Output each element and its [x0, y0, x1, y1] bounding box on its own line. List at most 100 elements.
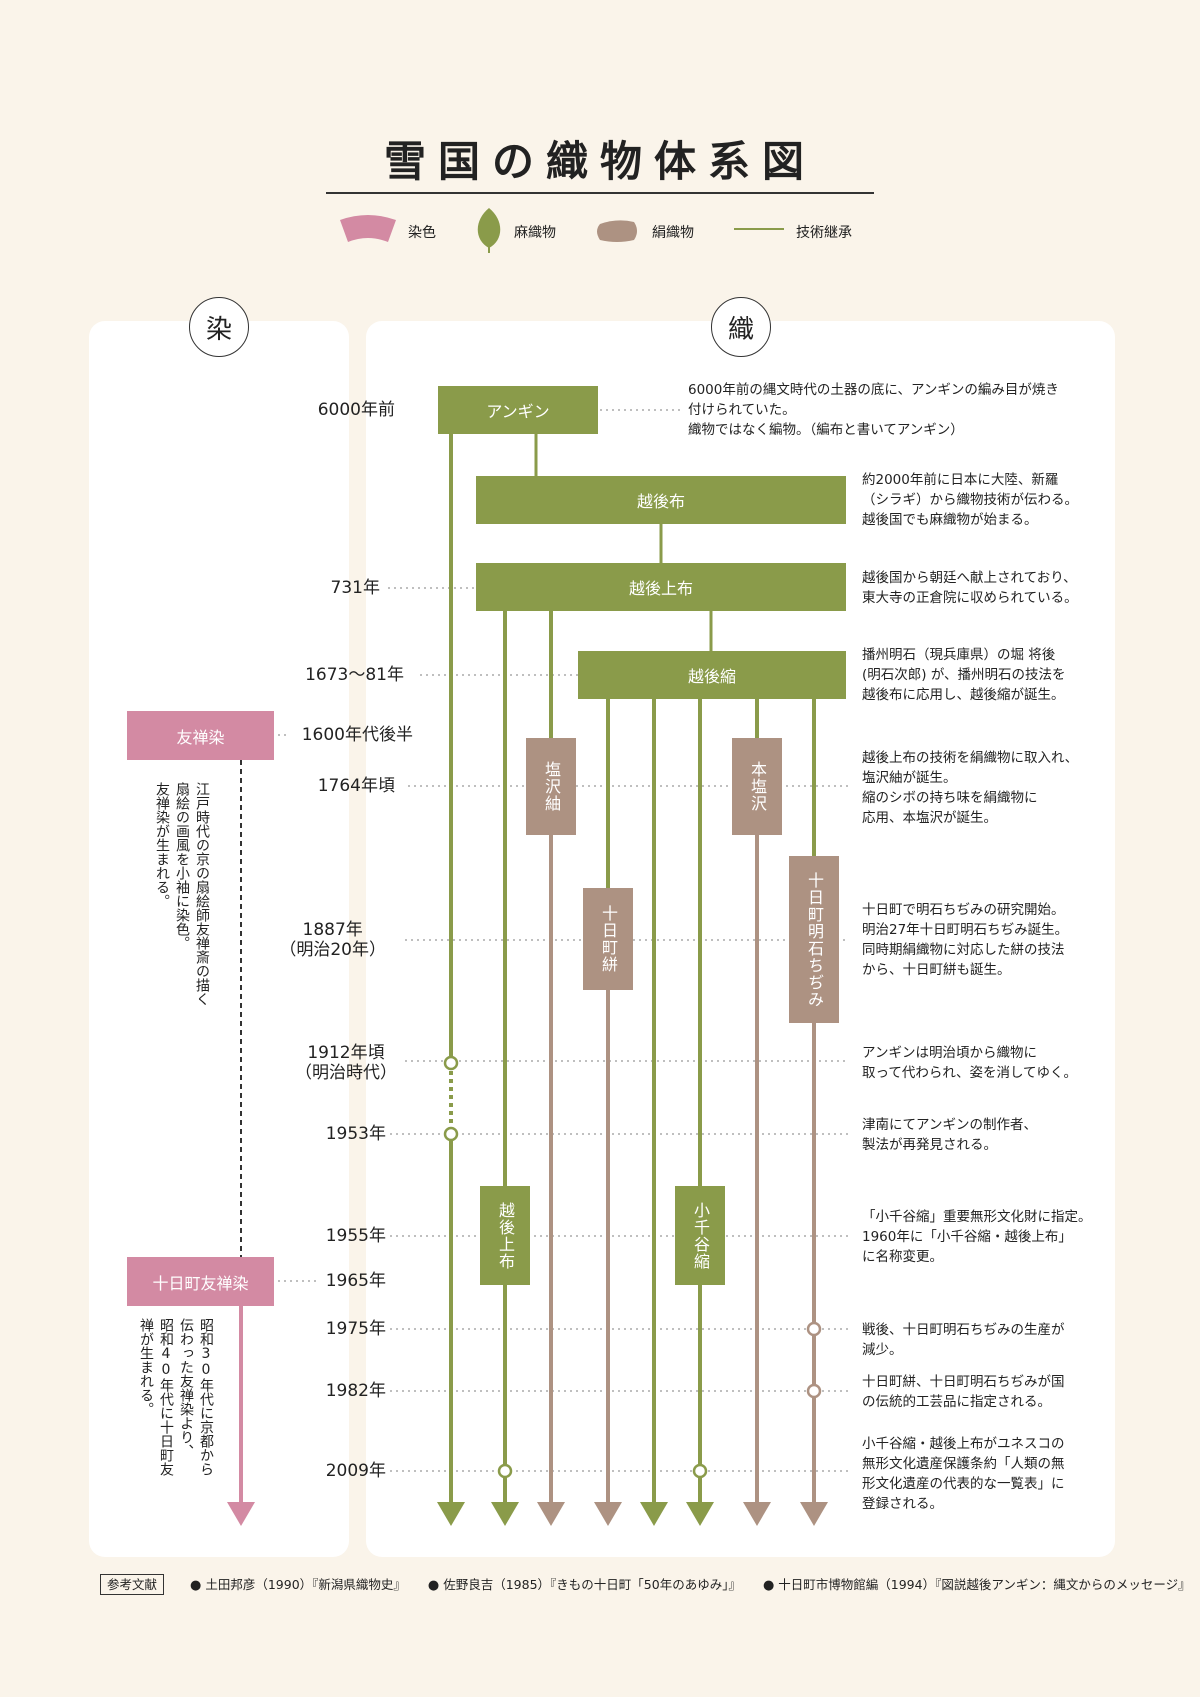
- note-line: 明治27年十日町明石ちぢみ誕生。: [862, 922, 1069, 938]
- note-line: 越後国から朝廷へ献上されており、: [862, 570, 1077, 586]
- note-echigofu: 約2000年前に日本に大陸、新羅 （シラギ）から織物技術が伝わる。 越後国でも麻…: [862, 470, 1078, 530]
- weave-panel: [366, 321, 1115, 1557]
- note-line: 取って代わられ、姿を消してゆく。: [862, 1065, 1078, 1081]
- note-tokamachi-yuzen-line: 禅が生まれる。: [138, 1318, 154, 1416]
- note-line: 塩沢紬が誕生。: [862, 770, 957, 786]
- bullet-icon: ●: [762, 1578, 775, 1593]
- box-echigojofu: 越後上布: [476, 563, 846, 611]
- note-line: 6000年前の縄文時代の土器の底に、アンギンの編み目が焼き: [688, 382, 1059, 398]
- note-line: 同時期絹織物に対応した絣の技法: [862, 942, 1065, 958]
- year-1912-line2: （明治時代）: [295, 1063, 397, 1083]
- box-echigofu: 越後布: [476, 476, 846, 524]
- reference-text: 佐野良吉（1985）『きもの十日町「50年のあゆみ」』: [443, 1577, 741, 1592]
- note-line: 播州明石（現兵庫県）の堀 将後: [862, 647, 1056, 663]
- year-1955: 1955年: [325, 1226, 386, 1246]
- box-ojiya: 小千谷縮: [675, 1186, 725, 1285]
- note-line: 減少。: [862, 1342, 903, 1358]
- box-shiozawa-label: 塩沢紬: [542, 761, 561, 812]
- note-angin: 6000年前の縄文時代の土器の底に、アンギンの編み目が焼き 付けられていた。 織…: [688, 380, 1059, 440]
- year-1975: 1975年: [325, 1319, 386, 1339]
- reference-item: ●佐野良吉（1985）『きもの十日町「50年のあゆみ」』: [427, 1577, 741, 1593]
- hemp-connectors: [534, 434, 713, 651]
- note-line: 無形文化遺産保護条約「人類の無: [862, 1456, 1065, 1472]
- box-honshiozawa-label: 本塩沢: [748, 761, 767, 812]
- note-line: 十日町絣、十日町明石ちぢみが国: [862, 1374, 1065, 1390]
- year-1887: 1887年 （明治20年）: [279, 920, 386, 960]
- box-tokamachichijimi: 十日町明石ちぢみ: [789, 856, 839, 1023]
- note-tokamachi-yuzen-line: 昭和30年代に京都から: [198, 1318, 214, 1476]
- cocoon-legend-icon: [597, 220, 637, 242]
- note-line: 小千谷縮・越後上布がユネスコの: [862, 1436, 1065, 1452]
- box-echigochijimi: 越後縮: [578, 651, 846, 699]
- note-yuzen-line: 扇絵の画風を小袖に染色。: [174, 782, 190, 950]
- year-731: 731年: [330, 578, 380, 598]
- year-1982: 1982年: [325, 1381, 386, 1401]
- note-line: (明石次郎) が、播州明石の技法を: [862, 667, 1066, 683]
- hemp-lines: [449, 434, 816, 1508]
- references: 参考文献 ●土田邦彦（1990）『新潟県織物史』 ●佐野良吉（1985）『きもの…: [100, 1574, 1200, 1595]
- year-1965: 1965年: [325, 1271, 386, 1291]
- note-postwar: 戦後、十日町明石ちぢみの生産が 減少。: [862, 1320, 1065, 1360]
- bullet-icon: ●: [427, 1578, 440, 1593]
- year-1912-line1: 1912年頃: [307, 1043, 385, 1063]
- note-line: の伝統的工芸品に指定される。: [862, 1394, 1051, 1410]
- legend-hemp-label: 麻織物: [514, 225, 556, 241]
- box-honshiozawa: 本塩沢: [732, 738, 782, 835]
- year-1887-line2: （明治20年）: [279, 940, 386, 960]
- note-line: 製法が再発見される。: [862, 1137, 997, 1153]
- year-2009: 2009年: [325, 1461, 386, 1481]
- note-line: 1960年に「小千谷縮・越後上布」: [862, 1229, 1072, 1245]
- box-echigojofu-2: 越後上布: [480, 1186, 530, 1285]
- box-shiozawa: 塩沢紬: [526, 738, 576, 835]
- box-tokamachigasuri-label: 十日町絣: [599, 905, 618, 973]
- dye-column-header: 染: [189, 297, 249, 357]
- year-6000: 6000年前: [317, 400, 395, 420]
- note-line: アンギンは明治頃から織物に: [862, 1045, 1037, 1061]
- reference-item: ●十日町市博物館編（1994）『図説越後アンギン：縄文からのメッセージ』: [762, 1577, 1191, 1593]
- note-angin-rediscovery: 津南にてアンギンの制作者、 製法が再発見される。: [862, 1115, 1037, 1155]
- note-line: に名称変更。: [862, 1249, 943, 1265]
- note-line: 約2000年前に日本に大陸、新羅: [862, 472, 1059, 488]
- reference-item: ●土田邦彦（1990）『新潟県織物史』: [190, 1577, 406, 1593]
- box-tokamachi-yuzen: 十日町友禅染: [127, 1257, 274, 1306]
- note-tokamachi: 十日町で明石ちぢみの研究開始。 明治27年十日町明石ちぢみ誕生。 同時期絹織物に…: [862, 900, 1068, 980]
- legend-lineage-label: 技術継承: [796, 225, 852, 241]
- legend-dye-label: 染色: [408, 225, 436, 241]
- bullet-icon: ●: [190, 1578, 202, 1593]
- note-line: 東大寺の正倉院に収められている。: [862, 590, 1078, 606]
- note-yuzen: 江戸時代の京の扇絵師友禅斎の描く 扇絵の画風を小袖に染色。 友禅染が生まれる。: [152, 782, 212, 1022]
- box-tokamachigasuri: 十日町絣: [583, 888, 633, 990]
- reference-text: 十日町市博物館編（1994）『図説越後アンギン：縄文からのメッセージ』: [778, 1577, 1191, 1592]
- note-line: から、十日町絣も誕生。: [862, 962, 1011, 978]
- year-1600s: 1600年代後半: [301, 725, 413, 745]
- title-underline: [326, 192, 874, 194]
- note-unesco: 小千谷縮・越後上布がユネスコの 無形文化遺産保護条約「人類の無 形文化遺産の代表…: [862, 1434, 1065, 1514]
- box-tokamachichijimi-label: 十日町明石ちぢみ: [805, 871, 824, 1008]
- box-yuzen: 友禅染: [127, 711, 274, 760]
- box-echigojofu-2-label: 越後上布: [496, 1201, 515, 1270]
- year-1673: 1673〜81年: [305, 665, 404, 685]
- note-line: 「小千谷縮」重要無形文化財に指定。: [862, 1209, 1092, 1225]
- arrowheads: [227, 1502, 828, 1526]
- note-ojiya: 「小千谷縮」重要無形文化財に指定。 1960年に「小千谷縮・越後上布」 に名称変…: [862, 1207, 1092, 1267]
- note-tokamachi-yuzen: 昭和30年代に京都から 伝わった友禅染より、 昭和40年代に十日町友 禅が生まれ…: [136, 1318, 216, 1498]
- note-line: 越後国でも麻織物が始まる。: [862, 512, 1038, 528]
- note-line: 十日町で明石ちぢみの研究開始。: [862, 902, 1065, 918]
- note-echigochijimi: 播州明石（現兵庫県）の堀 将後 (明石次郎) が、播州明石の技法を 越後布に応用…: [862, 645, 1066, 705]
- box-ojiya-label: 小千谷縮: [691, 1201, 710, 1270]
- dye-panel: [89, 321, 349, 1557]
- note-angin-decline: アンギンは明治頃から織物に 取って代わられ、姿を消してゆく。: [862, 1043, 1077, 1083]
- note-line: 織物ではなく編物。（編布と書いてアンギン）: [688, 422, 964, 438]
- note-line: 縮のシボの持ち味を絹織物に: [862, 790, 1038, 806]
- references-label: 参考文献: [100, 1574, 165, 1595]
- note-line: 応用、本塩沢が誕生。: [862, 810, 997, 826]
- note-shiozawa: 越後上布の技術を絹織物に取入れ、 塩沢紬が誕生。 縮のシボの持ち味を絹織物に 応…: [862, 748, 1078, 828]
- year-1887-line1: 1887年: [302, 920, 363, 940]
- note-line: 登録される。: [862, 1496, 943, 1512]
- note-tokamachi-yuzen-line: 昭和40年代に十日町友: [158, 1318, 174, 1476]
- note-traditional-craft: 十日町絣、十日町明石ちぢみが国 の伝統的工芸品に指定される。: [862, 1372, 1065, 1412]
- note-line: 形文化遺産の代表的な一覧表」に: [862, 1476, 1065, 1492]
- page-title: 雪国の織物体系図: [383, 137, 816, 186]
- note-line: 越後布に応用し、越後縮が誕生。: [862, 687, 1065, 703]
